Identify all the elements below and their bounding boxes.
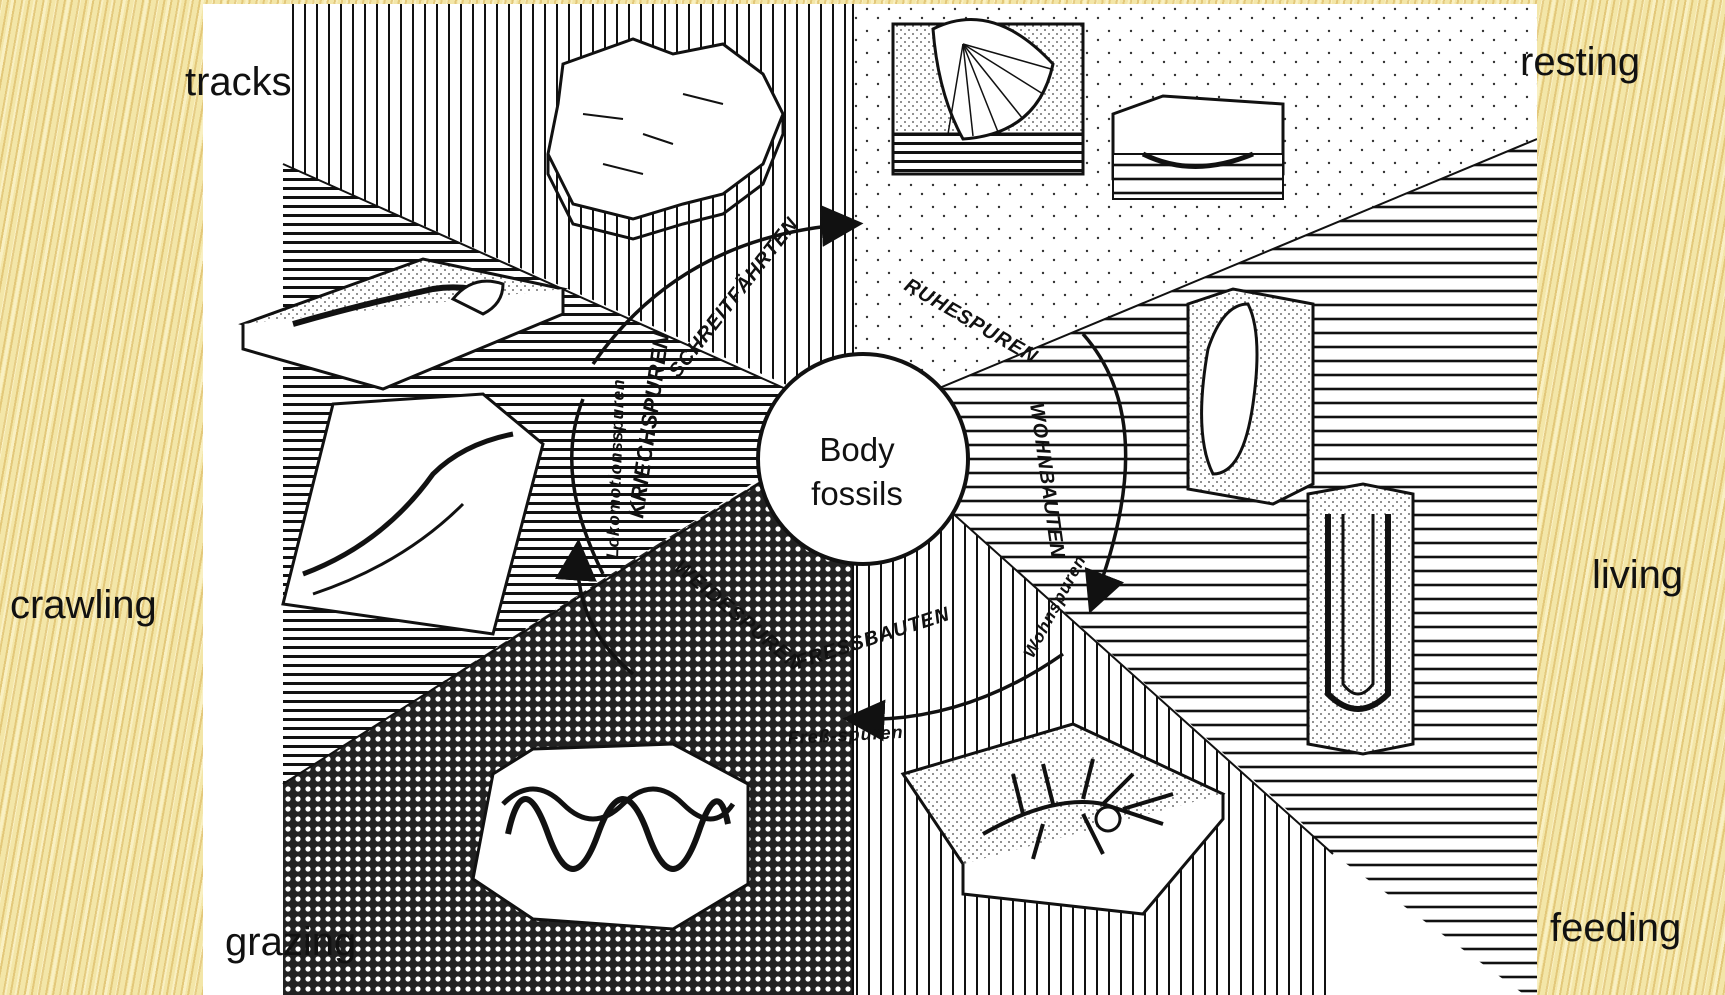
label-grazing: grazing bbox=[225, 922, 356, 962]
body-fossils-label: Body fossils bbox=[742, 428, 972, 516]
label-living: living bbox=[1592, 555, 1683, 595]
specimen-resting-block bbox=[1113, 96, 1283, 199]
specimen-resting-shell bbox=[893, 20, 1083, 174]
specimen-living-burrow-1 bbox=[1188, 289, 1313, 504]
specimen-living-burrow-2 bbox=[1308, 484, 1413, 754]
label-resting: resting bbox=[1520, 42, 1640, 82]
specimen-grazing-meander bbox=[473, 744, 748, 929]
label-tracks: tracks bbox=[185, 62, 292, 102]
label-feeding: feeding bbox=[1550, 908, 1681, 948]
body-label-line1: Body bbox=[742, 428, 972, 472]
body-label-line2: fossils bbox=[742, 472, 972, 516]
label-crawling: crawling bbox=[10, 585, 157, 625]
